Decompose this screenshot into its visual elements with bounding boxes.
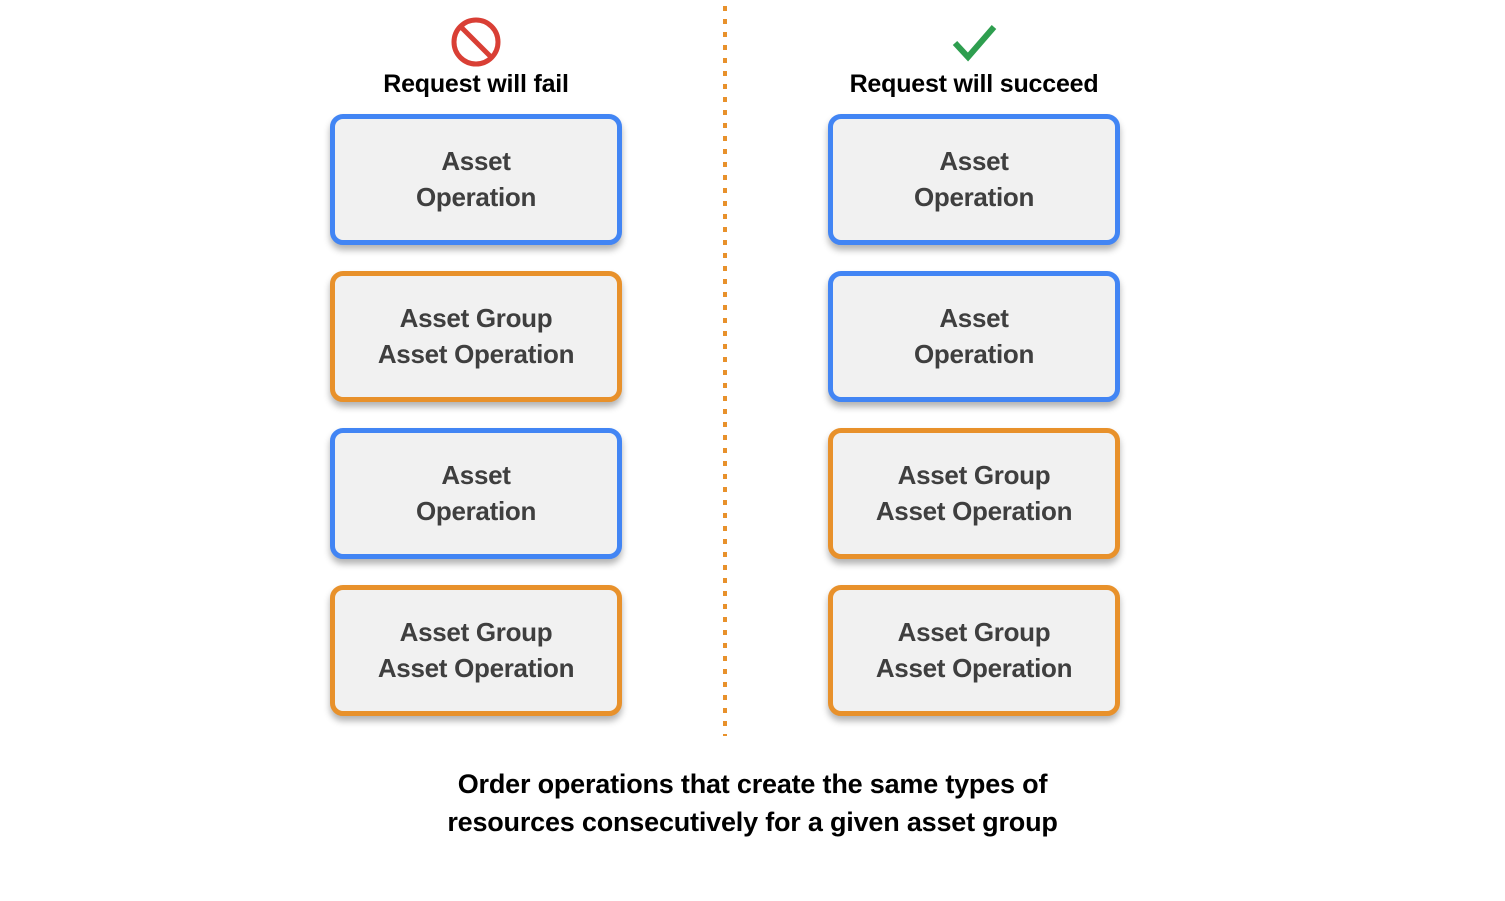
- operation-box-line-1: Asset Group: [399, 616, 553, 647]
- operation-box-asset[interactable]: Asset Operation: [330, 114, 622, 245]
- operation-box-line-2: Operation: [415, 181, 537, 212]
- operation-box-line-2: Operation: [913, 338, 1035, 369]
- operation-box-line-1: Asset: [441, 459, 511, 490]
- operation-box-asset-group[interactable]: Asset Group Asset Operation: [828, 428, 1120, 559]
- operation-box-asset-group[interactable]: Asset Group Asset Operation: [330, 585, 622, 716]
- operation-box-line-2: Asset Operation: [377, 652, 575, 683]
- operation-box-line-1: Asset: [441, 145, 511, 176]
- operation-box-line-2: Asset Operation: [875, 495, 1073, 526]
- column-header-fail: Request will fail: [383, 0, 569, 97]
- vertical-dotted-divider: [723, 6, 727, 736]
- operation-box-asset[interactable]: Asset Operation: [828, 114, 1120, 245]
- operation-box-line-2: Operation: [415, 495, 537, 526]
- column-title-fail: Request will fail: [383, 70, 569, 98]
- column-header-succeed: Request will succeed: [850, 0, 1099, 97]
- operation-box-line-1: Asset: [939, 145, 1009, 176]
- operation-box-line-2: Asset Operation: [377, 338, 575, 369]
- box-stack-fail: Asset Operation Asset Group Asset Operat…: [330, 114, 622, 716]
- operation-box-asset-group[interactable]: Asset Group Asset Operation: [828, 585, 1120, 716]
- operation-box-line-1: Asset Group: [897, 459, 1051, 490]
- column-request-will-succeed: Request will succeed Asset Operation Ass…: [824, 0, 1124, 716]
- column-request-will-fail: Request will fail Asset Operation Asset …: [326, 0, 626, 716]
- column-title-succeed: Request will succeed: [849, 70, 1099, 98]
- caption-line-1: Order operations that create the same ty…: [457, 769, 1048, 799]
- caption-line-2: resources consecutively for a given asse…: [447, 807, 1058, 838]
- box-stack-succeed: Asset Operation Asset Operation Asset Gr…: [828, 114, 1120, 716]
- operation-box-line-2: Asset Operation: [875, 652, 1073, 683]
- operation-box-line-1: Asset: [939, 302, 1009, 333]
- operation-box-line-1: Asset Group: [897, 616, 1051, 647]
- operation-box-line-2: Operation: [913, 181, 1035, 212]
- operation-box-asset-group[interactable]: Asset Group Asset Operation: [330, 271, 622, 402]
- prohibition-icon: [451, 17, 501, 67]
- diagram-caption: Order operations that create the same ty…: [0, 765, 1505, 842]
- operation-box-asset[interactable]: Asset Operation: [330, 428, 622, 559]
- operation-box-asset[interactable]: Asset Operation: [828, 271, 1120, 402]
- operation-box-line-1: Asset Group: [399, 302, 553, 333]
- checkmark-icon: [952, 25, 997, 62]
